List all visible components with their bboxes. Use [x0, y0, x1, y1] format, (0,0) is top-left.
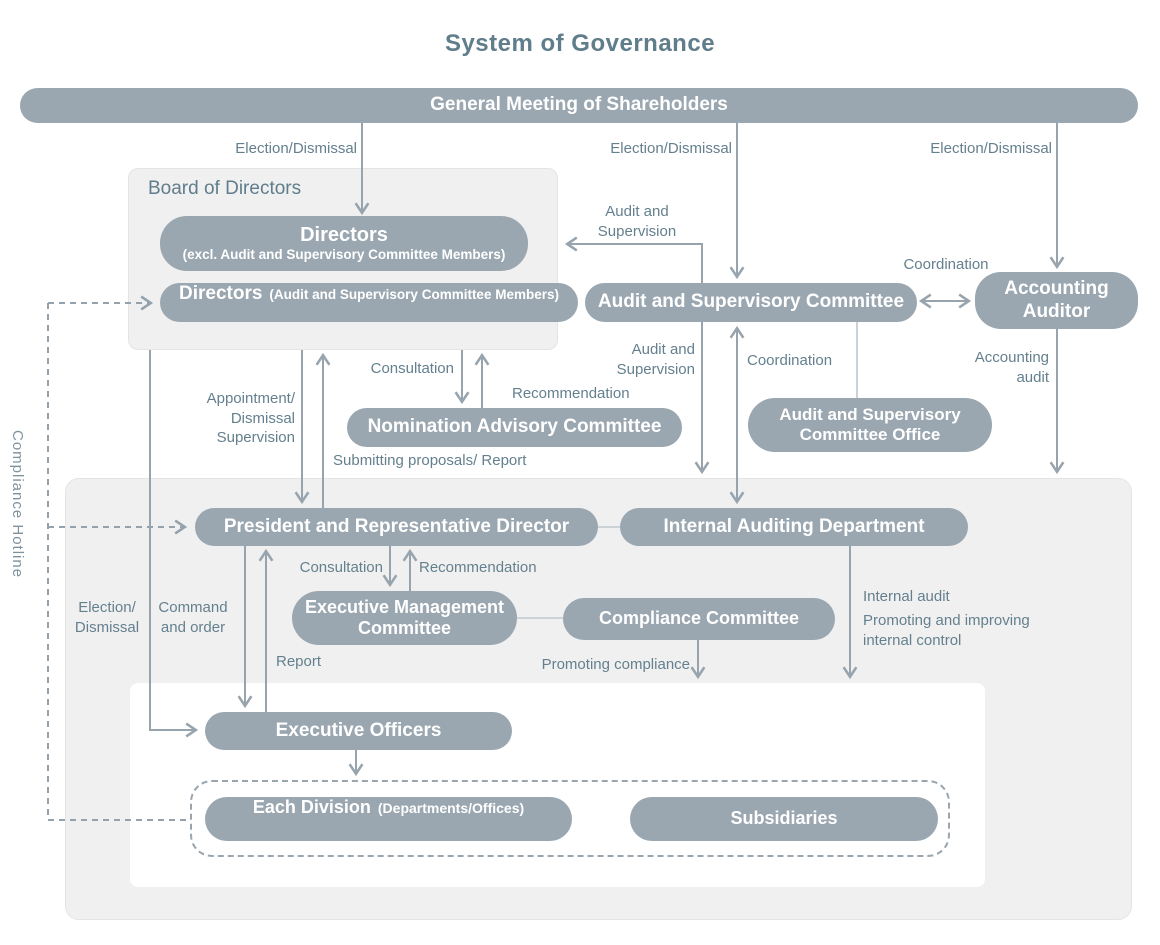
board-of-directors-label: Board of Directors — [148, 178, 302, 199]
label-audit-supervision-lower: Audit and Supervision — [616, 341, 695, 378]
label-internal-audit: Internal audit — [863, 588, 950, 605]
label-appointment-dismissal-supervision: Appointment/ Dismissal Supervision — [206, 390, 295, 446]
label-recommendation-board: Recommendation — [512, 385, 630, 402]
label-election-dismissal-center: Election/Dismissal — [610, 140, 732, 157]
pill-directors-excl: Directors (excl. Audit and Supervisory C… — [160, 216, 528, 271]
page-title: System of Governance — [444, 30, 716, 57]
pill-audit-supervisory-committee-office: Audit and Supervisory Committee Office — [748, 398, 992, 452]
label-command-and-order: Command and order — [158, 599, 228, 636]
pill-subsidiaries: Subsidiaries — [630, 797, 938, 841]
pill-nomination-advisory-committee: Nomination Advisory Committee — [347, 408, 682, 447]
divisions-subsidiaries-group — [190, 780, 950, 857]
pill-accounting-auditor: Accounting Auditor — [975, 272, 1138, 329]
label-election-dismissal-lower: Election/ Dismissal — [74, 599, 140, 636]
label-coordination-upper: Coordination — [903, 256, 989, 273]
label-consultation-president: Consultation — [299, 559, 383, 576]
label-election-dismissal-left: Election/Dismissal — [235, 140, 357, 157]
pill-president: President and Representative Director — [195, 508, 598, 546]
pill-general-meeting-of-shareholders: General Meeting of Shareholders — [20, 88, 1138, 123]
label-accounting-audit: Accounting audit — [974, 349, 1049, 386]
pill-directors-asc-members: Directors (Audit and Supervisory Committ… — [160, 283, 578, 322]
label-coordination-lower: Coordination — [747, 352, 833, 369]
label-promoting-compliance: Promoting compliance — [541, 656, 690, 673]
pill-executive-officers: Executive Officers — [205, 712, 512, 750]
pill-executive-management-committee: Executive Management Committee — [292, 591, 517, 645]
label-submitting-proposals-report: Submitting proposals/ Report — [333, 452, 527, 469]
label-report: Report — [276, 653, 322, 670]
label-promoting-improving-internal-control: Promoting and improving internal control — [863, 612, 1030, 649]
label-audit-supervision-upper: Audit and Supervision — [597, 203, 677, 240]
pill-compliance-committee: Compliance Committee — [563, 598, 835, 640]
label-election-dismissal-right: Election/Dismissal — [930, 140, 1052, 157]
pill-each-division: Each Division (Departments/Offices) — [205, 797, 572, 841]
pill-internal-auditing-department: Internal Auditing Department — [620, 508, 968, 546]
pill-audit-supervisory-committee: Audit and Supervisory Committee — [585, 283, 917, 322]
label-consultation-board: Consultation — [370, 360, 454, 377]
label-compliance-hotline: Compliance Hotline — [9, 430, 26, 579]
edge-election-executive-officers — [149, 350, 199, 738]
label-recommendation-president: Recommendation — [419, 559, 537, 576]
edge-audit-supervision-board — [564, 236, 703, 283]
